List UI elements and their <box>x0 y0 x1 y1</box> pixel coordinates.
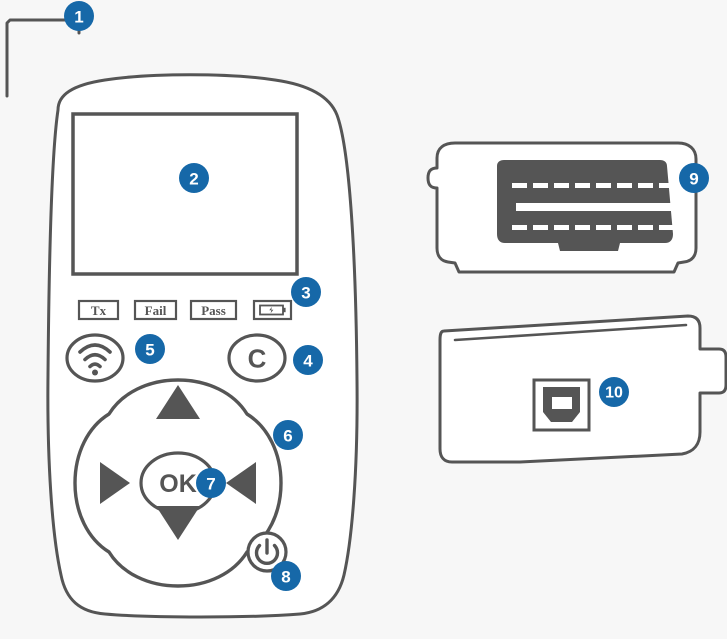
battery-charge-icon <box>259 304 286 316</box>
arrow-up-icon <box>156 385 200 419</box>
svg-text:10: 10 <box>605 385 623 402</box>
arrow-down-icon <box>156 506 200 540</box>
callout-10-usb-port[interactable]: 10 <box>599 377 629 407</box>
dpad-up-button[interactable] <box>156 385 200 419</box>
navigation-pad[interactable]: OK <box>73 378 283 588</box>
callout-4-cancel-button[interactable]: 4 <box>293 345 323 375</box>
callout-6-navigation-pad[interactable]: 6 <box>273 420 303 450</box>
obd-connector-view <box>426 141 707 274</box>
arrow-left-icon <box>100 462 130 504</box>
arrow-right-icon <box>226 462 256 504</box>
status-led-pass-label: Pass <box>201 303 226 318</box>
callout-9-obd-connector[interactable]: 9 <box>679 163 709 193</box>
dpad-left-button[interactable] <box>100 462 130 504</box>
usb-panel-seam <box>453 323 688 342</box>
svg-text:2: 2 <box>189 170 198 189</box>
svg-text:9: 9 <box>689 170 698 189</box>
obd-top-pins <box>512 183 674 188</box>
callout-3-status-leds[interactable]: 3 <box>291 277 321 307</box>
status-led-fail: Fail <box>133 299 178 321</box>
svg-text:3: 3 <box>301 284 310 303</box>
svg-text:4: 4 <box>303 352 313 371</box>
callout-badges: 1 2 3 4 5 6 7 8 <box>64 1 709 591</box>
svg-text:5: 5 <box>145 341 154 360</box>
wifi-button[interactable] <box>65 333 125 383</box>
usb-type-b-port[interactable] <box>532 378 591 432</box>
cancel-button[interactable]: C <box>227 333 287 383</box>
dpad-right-button[interactable] <box>226 462 256 504</box>
callout-7-ok-button[interactable]: 7 <box>196 468 226 498</box>
status-led-row: Tx Fail Pass <box>77 299 293 321</box>
svg-text:6: 6 <box>283 427 292 446</box>
dpad-down-button[interactable] <box>156 506 200 540</box>
callout-8-power-button[interactable]: 8 <box>271 561 301 591</box>
obd-bottom-pins <box>512 225 674 230</box>
callout-1-antenna[interactable]: 1 <box>64 1 94 31</box>
callout-2-screen[interactable]: 2 <box>179 163 209 193</box>
callout-5-wifi-button[interactable]: 5 <box>135 334 165 364</box>
svg-text:8: 8 <box>281 568 290 587</box>
cancel-button-label: C <box>248 344 267 374</box>
obd-center-bar <box>516 203 671 211</box>
status-led-tx-label: Tx <box>91 303 107 318</box>
status-led-battery <box>252 299 293 321</box>
usb-side-view <box>438 314 727 464</box>
svg-text:7: 7 <box>206 475 215 494</box>
ok-button-label: OK <box>159 470 197 498</box>
wifi-icon <box>78 343 112 376</box>
status-led-fail-label: Fail <box>145 303 167 318</box>
status-led-pass: Pass <box>189 299 238 321</box>
power-button[interactable] <box>246 531 288 573</box>
svg-text:1: 1 <box>74 8 83 27</box>
power-icon <box>254 538 280 565</box>
status-led-tx: Tx <box>77 299 120 321</box>
device-screen <box>71 112 299 276</box>
